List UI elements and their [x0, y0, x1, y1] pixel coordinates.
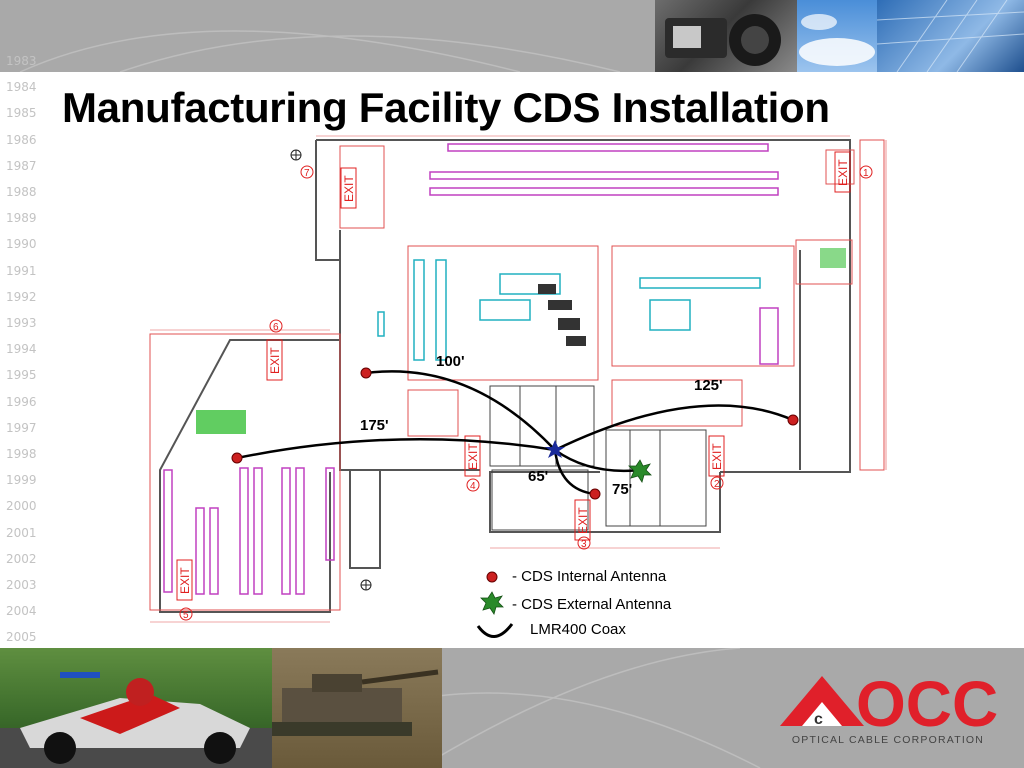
year-label: 1996	[6, 394, 37, 409]
year-label: 1999	[6, 473, 37, 488]
svg-text:OCC: OCC	[856, 668, 998, 732]
distance-label: 125'	[694, 377, 723, 394]
race-car-photo	[0, 648, 272, 768]
year-label: 1988	[6, 185, 37, 199]
building-photo	[877, 0, 1024, 72]
hub-star-icon	[545, 440, 565, 458]
exit-signs: EXIT EXIT EXIT EXIT EXIT EXIT EXIT	[176, 151, 851, 601]
equipment	[377, 259, 761, 361]
floorplan-walls	[159, 139, 851, 613]
cable-100	[365, 370, 556, 451]
zone-marker: 2	[710, 476, 724, 490]
year-label: 2002	[6, 551, 37, 566]
slide-title: Manufacturing Facility CDS Installation	[62, 84, 830, 131]
occ-logo-mark: c OCC	[780, 668, 998, 740]
distance-label: 65'	[528, 468, 548, 485]
year-label: 1994	[6, 342, 37, 357]
legend-coax-label: LMR400 Coax	[530, 621, 626, 638]
year-label: 1992	[6, 289, 37, 304]
north-markers	[290, 149, 372, 591]
year-label: 1986	[6, 132, 37, 147]
zone-marker: 6	[269, 319, 283, 333]
header-curves	[19, 30, 621, 72]
svg-text:4: 4	[470, 481, 476, 492]
legend-internal-icon	[486, 571, 498, 583]
distance-label: 100'	[436, 353, 465, 370]
distance-label: 175'	[360, 417, 389, 434]
year-label: 1995	[6, 368, 37, 383]
legend-internal-label: - CDS Internal Antenna	[512, 568, 667, 585]
internal-antenna-icon	[589, 488, 601, 500]
svg-text:1: 1	[863, 168, 869, 179]
cable-75	[554, 448, 641, 473]
year-label: 1984	[6, 80, 37, 95]
year-label: 1998	[6, 447, 37, 461]
year-label: 1987	[6, 158, 37, 173]
year-label: 2001	[6, 525, 37, 540]
year-label: 2003	[6, 578, 37, 592]
internal-antenna-icon	[231, 452, 243, 464]
year-label: 1985	[6, 106, 37, 121]
exit-label: EXIT	[178, 567, 192, 594]
machinery-block	[538, 284, 586, 346]
internal-antenna-icon	[787, 414, 799, 426]
svg-text:2: 2	[714, 479, 720, 490]
occ-logo: c OCC OPTICAL CABLE CORPORATION	[778, 668, 998, 750]
exit-label: EXIT	[710, 443, 724, 470]
coax-cables	[236, 370, 794, 496]
external-antenna-icon	[628, 459, 652, 483]
legend-external-label: - CDS External Antenna	[512, 596, 672, 613]
camera-photo	[655, 0, 797, 72]
occ-logo-subtitle: OPTICAL CABLE CORPORATION	[791, 734, 985, 746]
dimension-lines	[150, 135, 887, 623]
zone-marker: 5	[179, 607, 193, 621]
tank-photo	[272, 648, 442, 768]
svg-text:7: 7	[304, 168, 310, 179]
cable-175	[236, 437, 556, 460]
year-label: 1997	[6, 420, 37, 435]
legend: - CDS Internal Antenna - CDS External An…	[476, 568, 672, 638]
distance-label: 75'	[612, 481, 632, 498]
svg-text:6: 6	[273, 322, 279, 333]
zone-marker: 1	[859, 165, 873, 179]
svg-text:c: c	[814, 711, 823, 728]
year-label: 2005	[6, 630, 37, 645]
green-equipment	[196, 248, 846, 434]
year-label: 1990	[6, 237, 37, 252]
exit-label: EXIT	[576, 507, 590, 534]
year-label: 1983	[6, 54, 37, 68]
year-label: 1989	[6, 211, 37, 226]
office-area	[489, 385, 707, 531]
floorplan-rooms	[149, 139, 885, 611]
svg-text:5: 5	[183, 610, 189, 621]
internal-antenna-icon	[360, 367, 372, 379]
header-band	[0, 0, 1024, 72]
footer-band	[0, 648, 1024, 768]
year-label: 1993	[6, 316, 37, 330]
zone-marker: 7	[300, 165, 314, 179]
storage-racks	[163, 143, 779, 595]
year-label: 2000	[6, 499, 37, 514]
zone-marker: 3	[577, 536, 591, 550]
exit-label: EXIT	[268, 347, 282, 374]
exit-label: EXIT	[466, 443, 480, 470]
year-label: 1991	[6, 263, 37, 278]
exit-label: EXIT	[342, 175, 356, 202]
cable-65	[553, 449, 596, 496]
legend-coax-icon	[476, 623, 514, 638]
legend-external-icon	[480, 591, 504, 615]
svg-text:3: 3	[581, 539, 587, 550]
cable-125	[554, 404, 794, 452]
zone-marker: 4	[466, 478, 480, 492]
exit-label: EXIT	[836, 159, 850, 186]
internal-antennas	[231, 367, 799, 500]
year-label: 2004	[6, 604, 37, 619]
zone-markers: 7 1 6 4 2 3 5	[179, 165, 873, 621]
sky-photo	[797, 0, 877, 72]
